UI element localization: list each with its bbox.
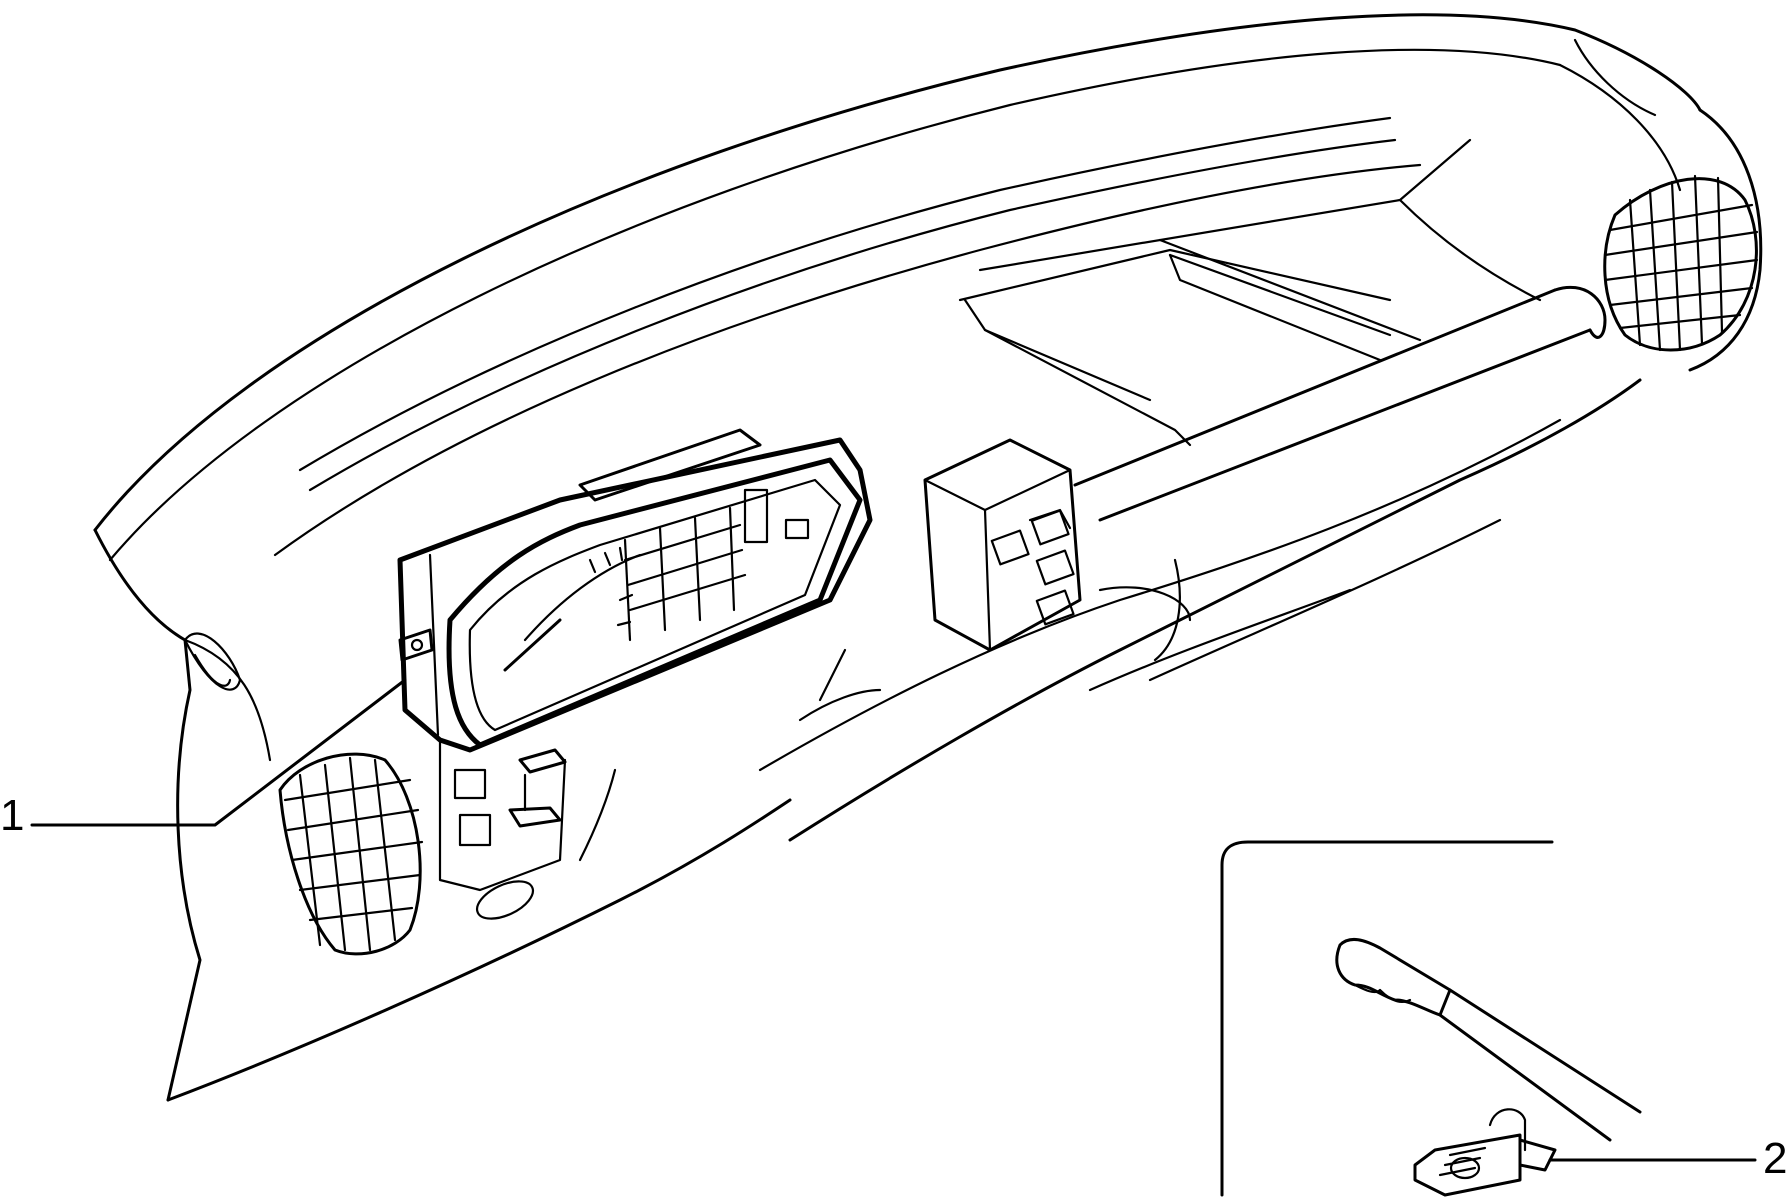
dashboard-beam bbox=[1073, 285, 1607, 522]
instrument-cluster bbox=[397, 428, 873, 753]
right-air-vent bbox=[1603, 174, 1759, 352]
left-air-vent bbox=[278, 752, 424, 956]
dashboard-shell bbox=[93, 13, 1763, 1102]
centre-switch-box bbox=[923, 438, 1082, 652]
callout-1-label: 1 bbox=[0, 791, 24, 840]
inset-detail bbox=[1220, 840, 1642, 1197]
top-recess bbox=[958, 138, 1542, 447]
callout-2-label: 2 bbox=[1763, 1134, 1787, 1183]
left-switch-panel bbox=[183, 558, 1192, 920]
callout-1-leader bbox=[30, 678, 407, 827]
